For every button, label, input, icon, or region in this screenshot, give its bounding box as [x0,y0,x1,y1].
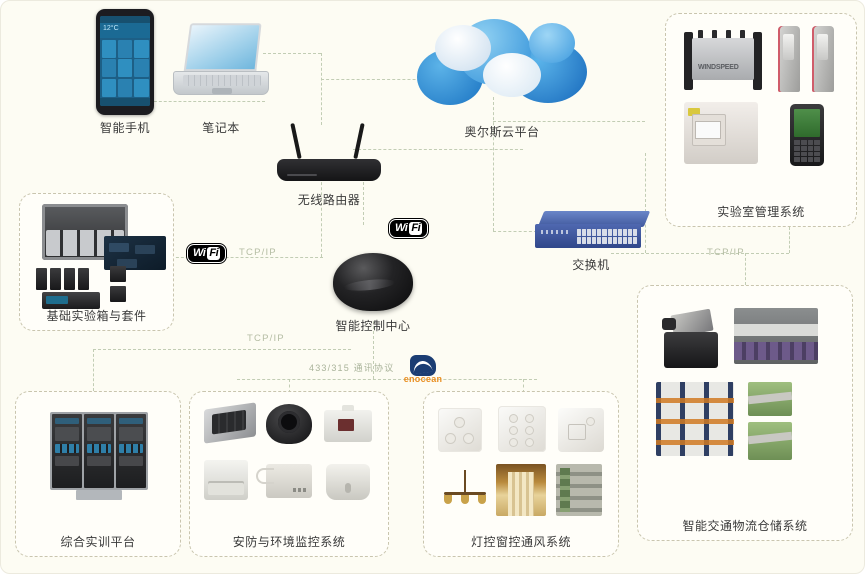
curtain-icon [496,464,546,516]
traffic-model-icon-1 [748,382,792,416]
rf-protocol-label: 433/315 通讯协议 [309,363,395,373]
connector-labmgmt-down [789,227,790,253]
switch-node[interactable] [535,211,651,255]
ventilation-facade-icon [556,464,602,516]
router-label: 无线路由器 [297,193,361,207]
group-experiment-kit[interactable]: 基础实验箱与套件 [19,193,174,331]
connector-rf-bus [237,379,537,380]
experiment-modules-icon [36,268,89,290]
group-logistics[interactable]: 智能交通物流仓储系统 [637,285,853,541]
smoke-siren-icon [326,464,370,500]
laptop-label: 笔记本 [202,121,240,135]
rfid-gate-icon-2 [812,26,834,92]
smart-socket-icon [558,408,604,452]
connector-rf-down-light [523,379,524,393]
connector-wifi-kit [161,257,323,258]
cloud-icon [413,9,591,107]
smartphone-icon: 12°C [96,9,154,115]
tcpip-label-platform: TCP/IP [247,333,285,344]
connector-ctrl-down [373,321,374,379]
wifi-badge-wi-2: Wi [395,222,408,234]
storage-rack-icon [656,382,734,456]
connector-logistics-up [745,253,746,285]
wall-sensor-icon [324,405,372,442]
enocean-label: enocean [403,374,443,384]
pir-detector-icon [204,460,248,500]
conveyor-icon [734,308,818,364]
group-lab-management[interactable]: 实验室管理系统 [665,13,857,227]
chandelier-icon [438,468,492,512]
wifi-badge-wi: Wi [193,247,206,259]
robot-arm-icon [658,306,724,368]
wifi-badge-left: Wi Fi [187,244,227,263]
experiment-pcb-icon [104,236,166,270]
card-reader-icon [204,402,256,444]
wireless-router-icon [277,122,381,181]
connector-switch-right [611,253,789,254]
router-node[interactable] [277,122,381,181]
enocean-logo: enocean [397,355,449,384]
group-security-monitor-label: 安防与环境监控系统 [232,535,346,549]
connector-switch-up [645,153,646,253]
smart-control-center-icon [333,253,413,311]
group-security-monitor[interactable]: 安防与环境监控系统 [189,391,389,557]
wifi-badge-fi: Fi [207,247,221,260]
connector-tcpip-left [93,349,351,350]
gas-detector-icon [256,464,312,498]
connector-phone-laptop [149,101,265,102]
cloud-label: 奥尔斯云平台 [464,125,540,139]
handheld-terminal-icon [790,104,824,166]
control-center-node[interactable] [333,253,413,311]
network-switch-icon [535,211,651,255]
connector-router-right [353,149,523,150]
switch-label: 交换机 [572,258,610,272]
wifi-badge-center: Wi Fi [389,219,429,238]
group-training-platform[interactable]: 综合实训平台 [15,391,181,557]
smartphone-temp: 12°C [100,23,150,38]
group-training-platform-label: 综合实训平台 [60,535,136,549]
group-experiment-kit-label: 基础实验箱与套件 [46,309,147,323]
label-printer-icon [684,102,758,164]
scene-switch-panel-icon [498,406,546,452]
wifi-badge-fi-2: Fi [409,222,423,235]
group-lighting-control-label: 灯控窗控通风系统 [470,535,571,549]
connector-cloud-switch [493,231,537,232]
rfid-reader-icon [682,28,764,90]
connector-cloud-labmgmt [493,121,645,122]
smartphone-label: 智能手机 [99,121,150,135]
tcpip-label-right: TCP/IP [707,247,745,258]
laptop-icon [173,23,269,95]
traffic-model-icon-2 [748,422,792,460]
connector-platform-vert [93,349,94,391]
dome-camera-icon [266,404,312,444]
enocean-shield-icon [410,355,436,376]
connector-to-cloud [321,79,441,80]
connector-router-ctrl [363,177,364,225]
group-logistics-label: 智能交通物流仓储系统 [682,519,808,533]
connector-laptop-vert [321,53,322,125]
rfid-gate-icon-1 [778,26,800,92]
control-center-label: 智能控制中心 [335,319,411,333]
connector-router-down [321,177,322,257]
tcpip-label-kit: TCP/IP [239,247,277,258]
experiment-sensor-icon [110,266,126,302]
training-cabinet-icon [50,412,148,500]
connector-cloud-down [493,97,494,231]
laptop-node[interactable] [173,23,269,95]
cloud-node[interactable] [413,9,591,107]
group-lab-management-label: 实验室管理系统 [717,205,805,219]
connector-rf-down-security [289,379,290,393]
smartphone-node[interactable]: 12°C [96,9,154,115]
connector-laptop-right [263,53,321,54]
group-lighting-control[interactable]: 灯控窗控通风系统 [423,391,619,557]
experiment-meter-icon [42,292,100,309]
touch-switch-panel-icon [438,408,482,452]
